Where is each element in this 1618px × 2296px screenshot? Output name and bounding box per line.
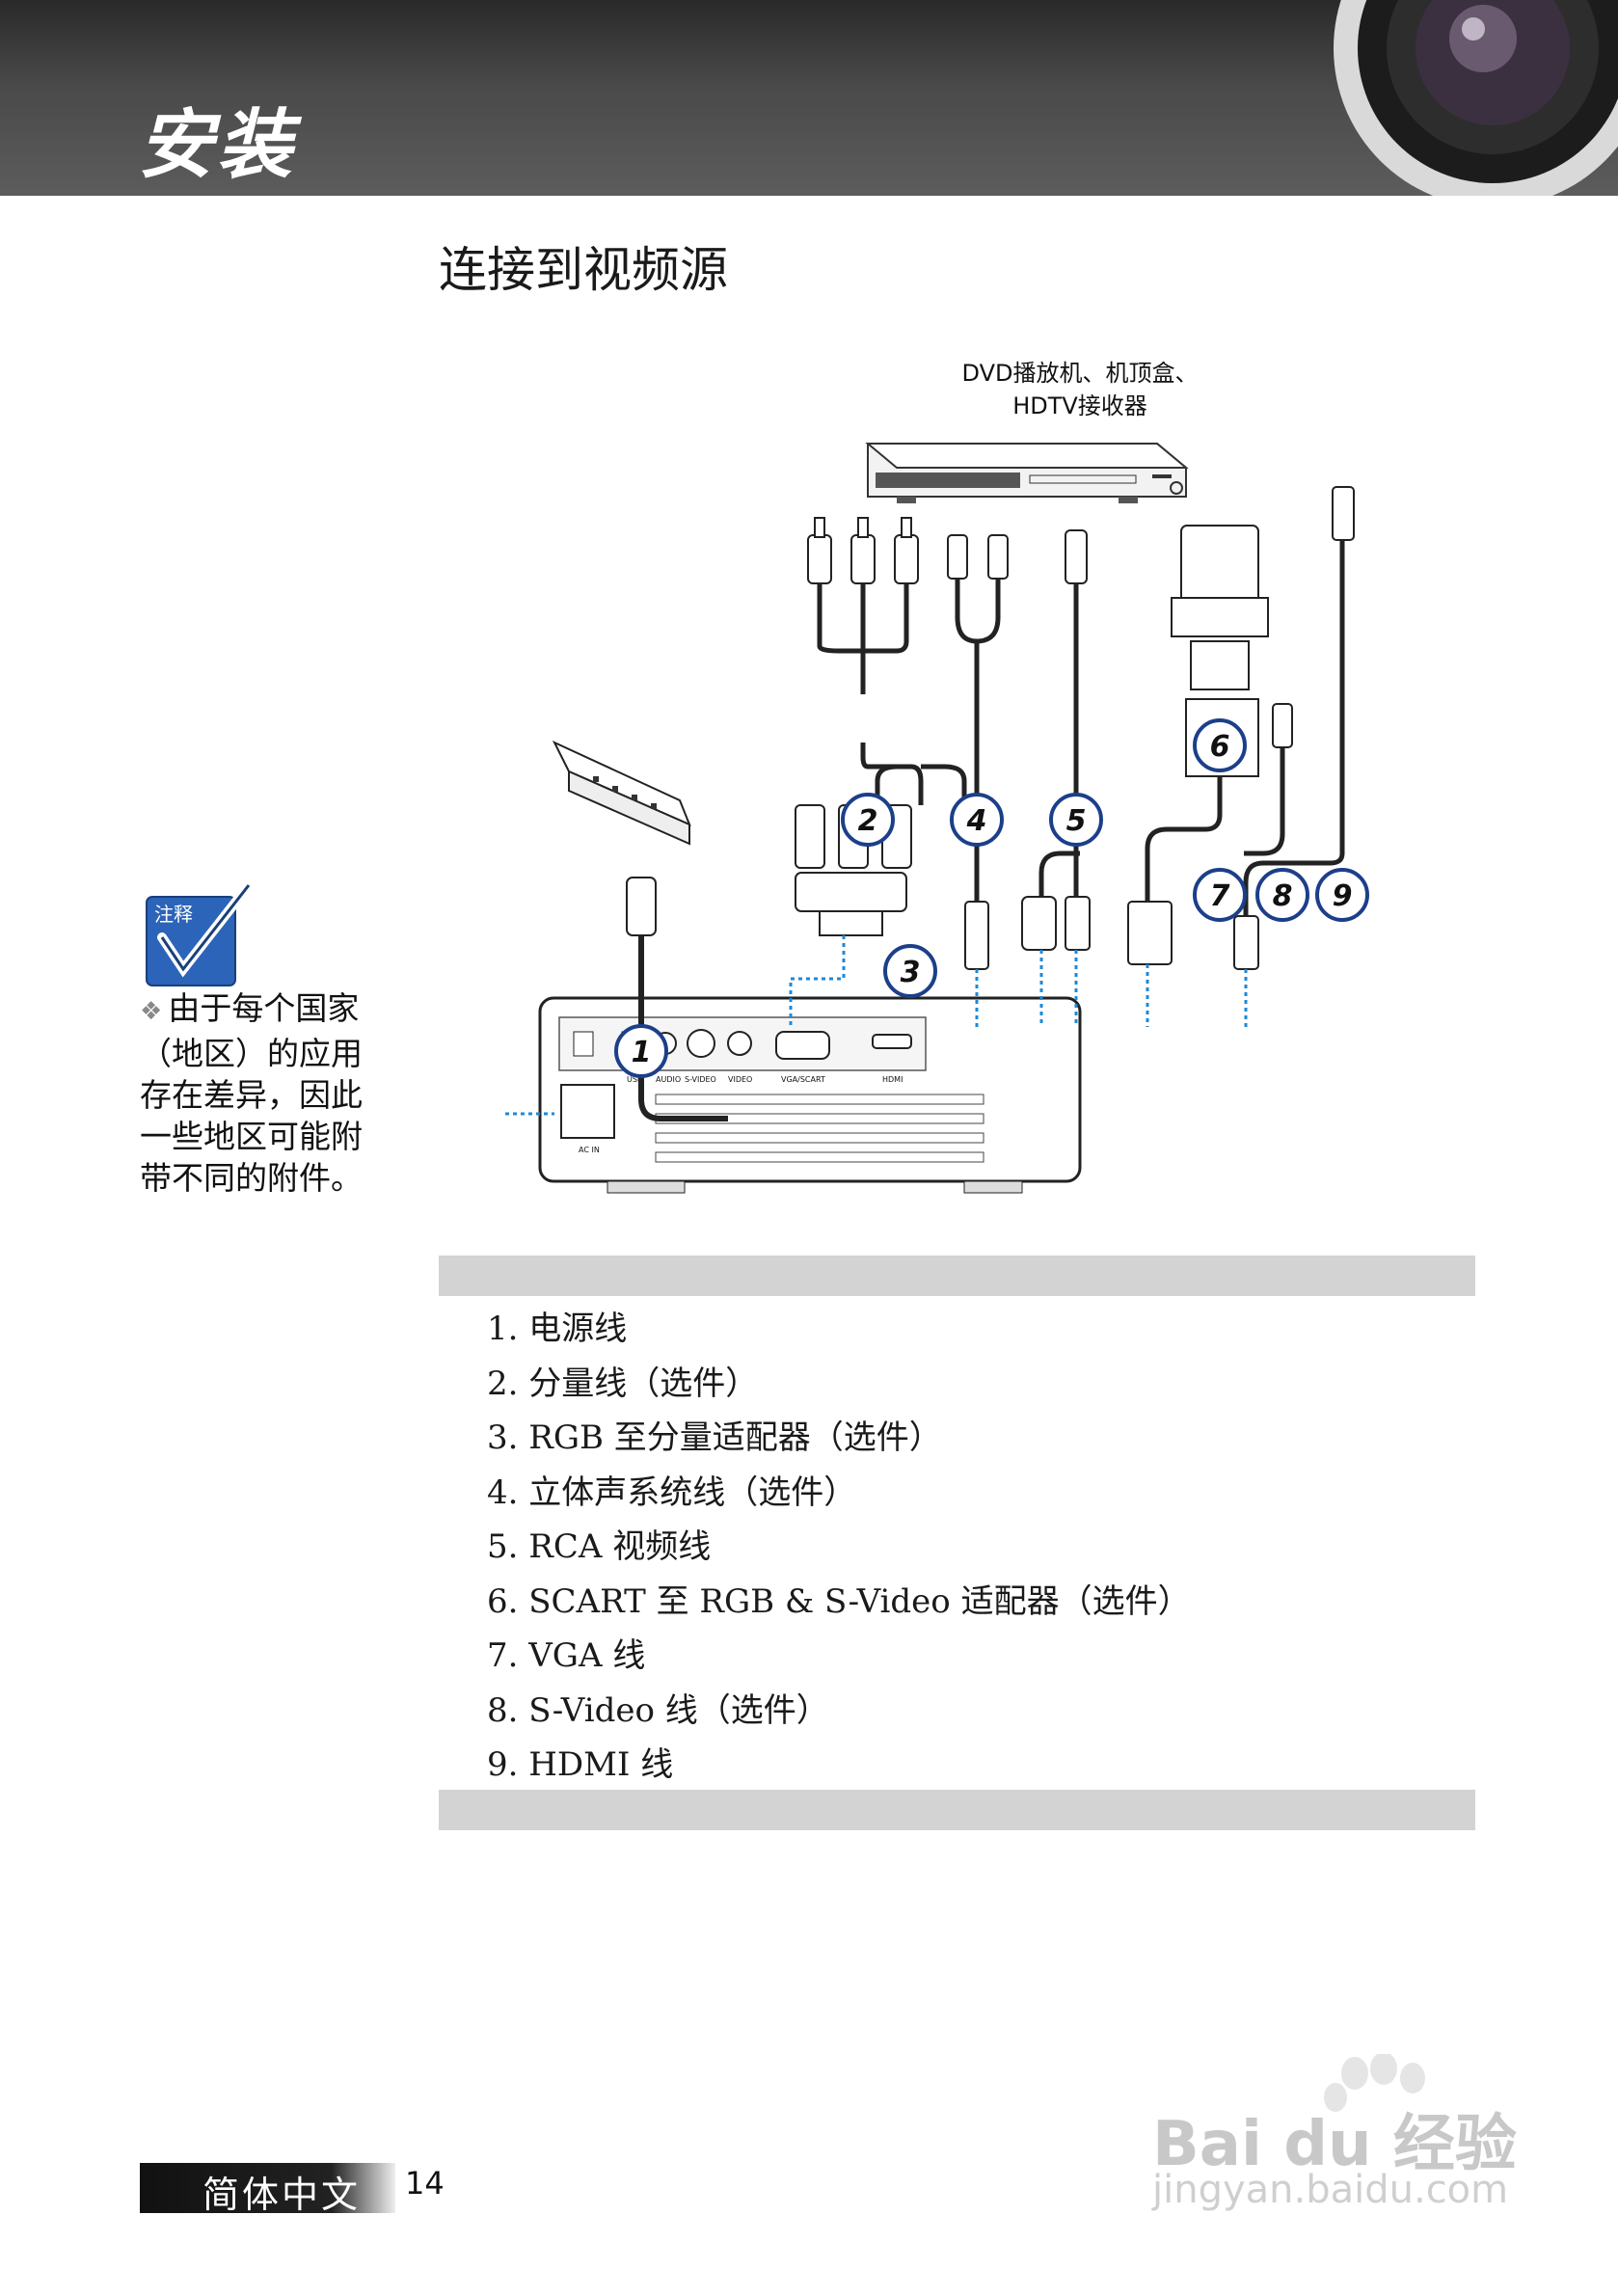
- callout-9: 9: [1315, 868, 1369, 922]
- source-device-caption: DVD播放机、机顶盒、 HDTV接收器: [897, 357, 1263, 422]
- parts-band-top: [439, 1256, 1475, 1296]
- svg-text:7: 7: [1210, 879, 1230, 913]
- note-text: ❖由于每个国家（地区）的应用存在差异，因此一些地区可能附带不同的附件。: [140, 987, 391, 1199]
- vga-svideo-hdmi-cables: [1145, 540, 1345, 916]
- note-icon-label: 注释: [154, 903, 193, 926]
- port-label-video: VIDEO: [728, 1075, 752, 1084]
- port-label-usb: USB: [627, 1075, 642, 1084]
- svg-text:3: 3: [901, 956, 921, 989]
- component-cable-graphic: [817, 583, 967, 805]
- callout-2: 2: [841, 793, 895, 847]
- projector-graphic: [538, 996, 1082, 1194]
- list-item: 9. HDMI 线: [487, 1745, 674, 1784]
- page-header: 安装: [0, 0, 1618, 196]
- list-item: 8. S-Video 线（选件）: [487, 1690, 829, 1730]
- callout-3: 3: [883, 944, 937, 998]
- svg-text:8: 8: [1273, 879, 1293, 913]
- port-labels: USB AUDIO S-VIDEO VIDEO VGA/SCART HDMI A…: [579, 1075, 903, 1154]
- caption-line-2: HDTV接收器: [1012, 392, 1147, 419]
- list-item: 1. 电源线: [487, 1310, 628, 1348]
- callout-8: 8: [1255, 868, 1309, 922]
- list-item: 3. RGB 至分量适配器（选件）: [487, 1418, 942, 1457]
- parts-band-bottom: [439, 1790, 1475, 1830]
- port-label-ac-in: AC IN: [579, 1146, 600, 1154]
- diamond-bullet-icon: ❖: [140, 997, 163, 1026]
- caption-line-1: DVD播放机、机顶盒、: [961, 360, 1199, 387]
- port-label-svideo: S-VIDEO: [685, 1075, 716, 1084]
- callout-markers: 1 2 3 4 5 6 7 8 9: [841, 718, 1369, 998]
- list-item: 6. SCART 至 RGB & S-Video 适配器（选件）: [487, 1581, 1191, 1621]
- power-strip-and-plug: 1: [552, 740, 728, 1121]
- section-title: 连接到视频源: [439, 242, 728, 298]
- port-label-hdmi: HDMI: [882, 1075, 903, 1084]
- svg-text:2: 2: [858, 804, 878, 838]
- note-checkmark-icon: 注释: [146, 880, 254, 986]
- list-item: 7. VGA 线: [487, 1636, 646, 1675]
- dvd-player-graphic: [865, 443, 1189, 503]
- svg-text:6: 6: [1210, 730, 1230, 764]
- connection-guides: [501, 935, 1248, 1116]
- svg-text:9: 9: [1333, 879, 1353, 913]
- watermark-url: jingyan.baidu.com: [1152, 2168, 1509, 2212]
- footer-language: 简体中文: [202, 2174, 362, 2216]
- callout-6: 6: [1193, 718, 1247, 772]
- svg-text:5: 5: [1066, 804, 1087, 838]
- list-item: 5. RCA 视频线: [487, 1527, 712, 1566]
- baidu-paw-icon: [1324, 2054, 1425, 2112]
- list-item: 4. 立体声系统线（选件）: [487, 1472, 857, 1512]
- video-cable-graphic: [1038, 583, 1080, 897]
- port-label-audio: AUDIO: [656, 1075, 681, 1084]
- right-plugs: [795, 486, 1355, 970]
- chapter-title: 安装: [138, 102, 297, 189]
- footer-language-tab: [140, 2163, 395, 2213]
- callout-4: 4: [950, 793, 1004, 847]
- connection-diagram: USB AUDIO S-VIDEO VIDEO VGA/SCART HDMI A…: [501, 443, 1369, 1194]
- svg-text:4: 4: [966, 804, 987, 838]
- note-body: 由于每个国家（地区）的应用存在差异，因此一些地区可能附带不同的附件。: [140, 989, 363, 1197]
- list-item: 2. 分量线（选件）: [487, 1364, 759, 1403]
- scart-adapter-graphic: [1171, 525, 1293, 777]
- projector-lens-graphic: [1334, 0, 1618, 196]
- audio-cable-graphic: [955, 579, 1001, 902]
- parts-list: 1. 电源线 2. 分量线（选件） 3. RGB 至分量适配器（选件） 4. 立…: [487, 1302, 1191, 1793]
- callout-7: 7: [1193, 868, 1247, 922]
- page-number: 14: [405, 2165, 445, 2201]
- svg-text:1: 1: [632, 1036, 652, 1069]
- callout-5: 5: [1049, 793, 1103, 847]
- watermark-brand: Bai du 经验: [1152, 2109, 1517, 2180]
- rca-plugs-top: [807, 517, 1088, 584]
- port-label-vga-scart: VGA/SCART: [781, 1075, 825, 1084]
